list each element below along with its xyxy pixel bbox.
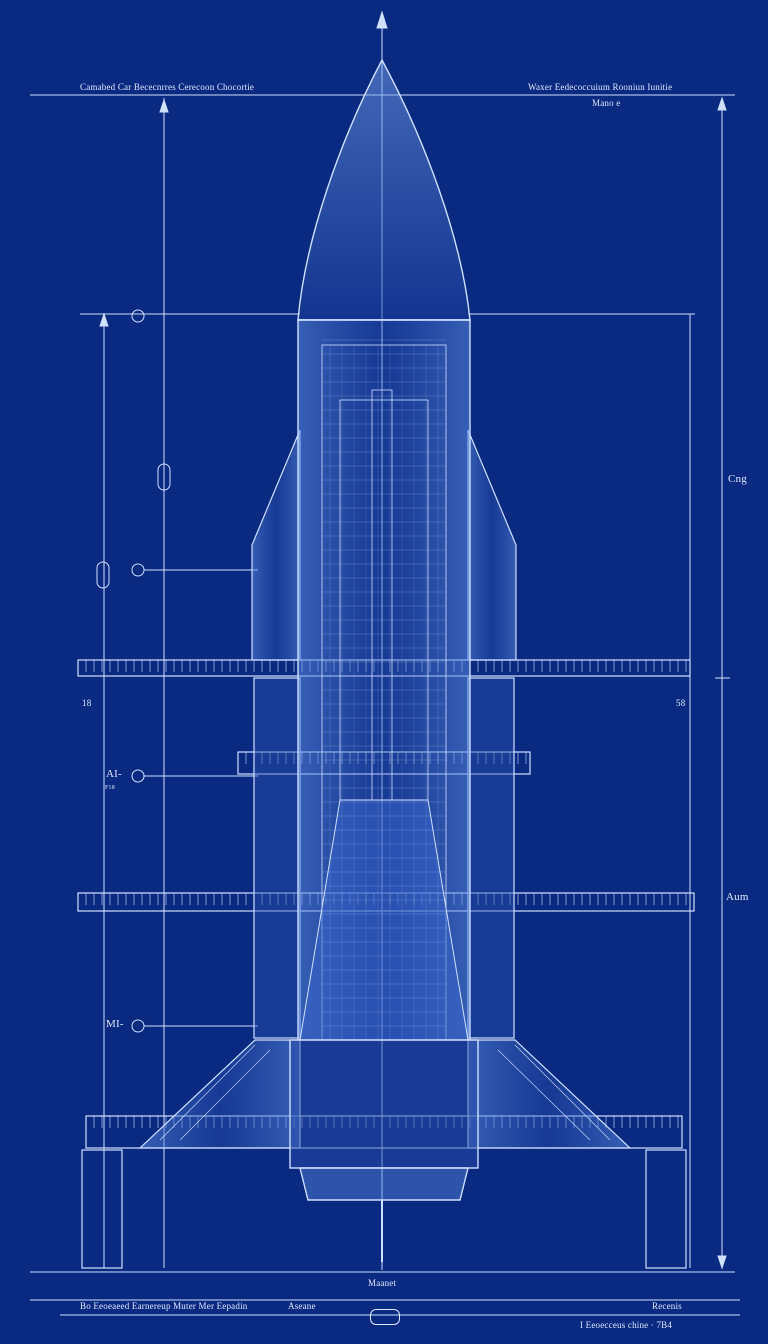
callout-leaders bbox=[96, 309, 258, 1033]
stair-structures bbox=[159, 1044, 611, 1141]
tier-mark-right: 58 bbox=[676, 698, 686, 708]
boosters bbox=[251, 429, 517, 661]
tier-mark-left: 18 bbox=[82, 698, 92, 708]
footer-center: Aseane bbox=[288, 1301, 316, 1311]
dimension-label-lower: Aum bbox=[726, 891, 749, 903]
callout-a-label: AI- bbox=[106, 768, 122, 780]
title-right: Waxer Eedecoccuium Rooniun Iunitie bbox=[528, 82, 673, 92]
callout-a-sublabel: F18 bbox=[105, 785, 115, 791]
side-struts bbox=[138, 677, 632, 1149]
footer-left: Bo Eeoeaeed Earnereup Muter Mer Eepadin bbox=[80, 1301, 248, 1311]
footer-right: Recenis bbox=[652, 1301, 682, 1311]
title-right-sub: Mano e bbox=[592, 98, 621, 108]
callout-m-label: MI- bbox=[106, 1018, 124, 1030]
base-center-label: Maanet bbox=[368, 1278, 397, 1288]
internal-structure-detail bbox=[322, 339, 446, 1040]
footer-right-sub: I Eeoecceus chine · 7B4 bbox=[580, 1320, 673, 1330]
dimension-label-upper: Cng bbox=[728, 473, 747, 485]
rocket-body bbox=[289, 58, 479, 1262]
scale-tag-icon bbox=[370, 1309, 400, 1325]
title-left: Camabed Car Bececnrres Cerecoon Chocorti… bbox=[80, 82, 255, 92]
